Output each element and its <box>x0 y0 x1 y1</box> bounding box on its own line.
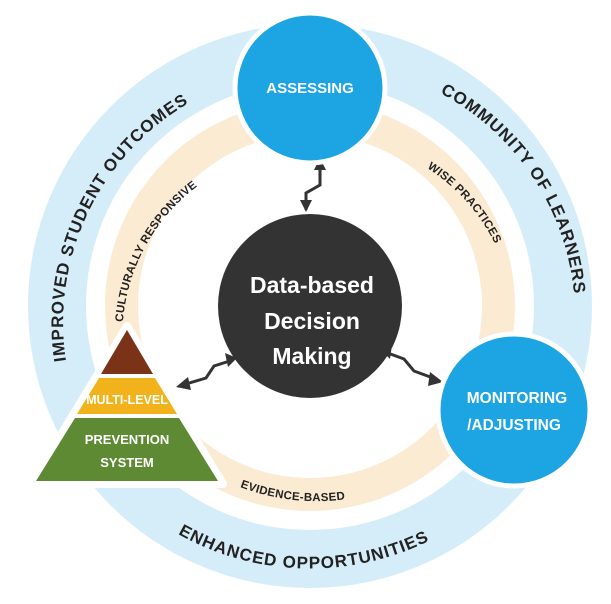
connector-pyramid-arrow <box>185 358 234 386</box>
pyramid-middle-tier <box>77 378 177 414</box>
monitoring-label-line1: MONITORING <box>467 390 567 407</box>
connector-monitoring-arrowhead-right <box>428 372 443 386</box>
pyramid-bottom-label-line2: SYSTEM <box>100 455 153 470</box>
monitoring-node <box>435 331 593 489</box>
connector-monitoring-arrow <box>384 350 434 380</box>
pyramid-bottom-label-line1: PREVENTION <box>85 432 170 447</box>
assessing-node <box>232 10 388 166</box>
pyramid-bottom-tier <box>36 418 218 481</box>
pyramid-middle-label: MULTI-LEVEL <box>86 393 168 407</box>
connector-assessing-arrowhead-bottom <box>300 200 312 212</box>
connector-pyramid-arrowhead-left <box>176 377 191 390</box>
connector-pyramid-arrowhead-right <box>225 353 237 367</box>
center-circle <box>218 214 402 398</box>
assessing-label: ASSESSING <box>266 80 354 97</box>
monitoring-label-line2: /ADJUSTING <box>467 417 561 434</box>
pyramid-top-tier <box>101 330 153 374</box>
center-title-line2: Decision <box>264 308 360 334</box>
prevention-pyramid: MULTI-LEVEL PREVENTION SYSTEM <box>27 322 227 488</box>
center-title-line1: Data-based <box>250 272 374 298</box>
center-title-line3: Making <box>272 343 351 369</box>
